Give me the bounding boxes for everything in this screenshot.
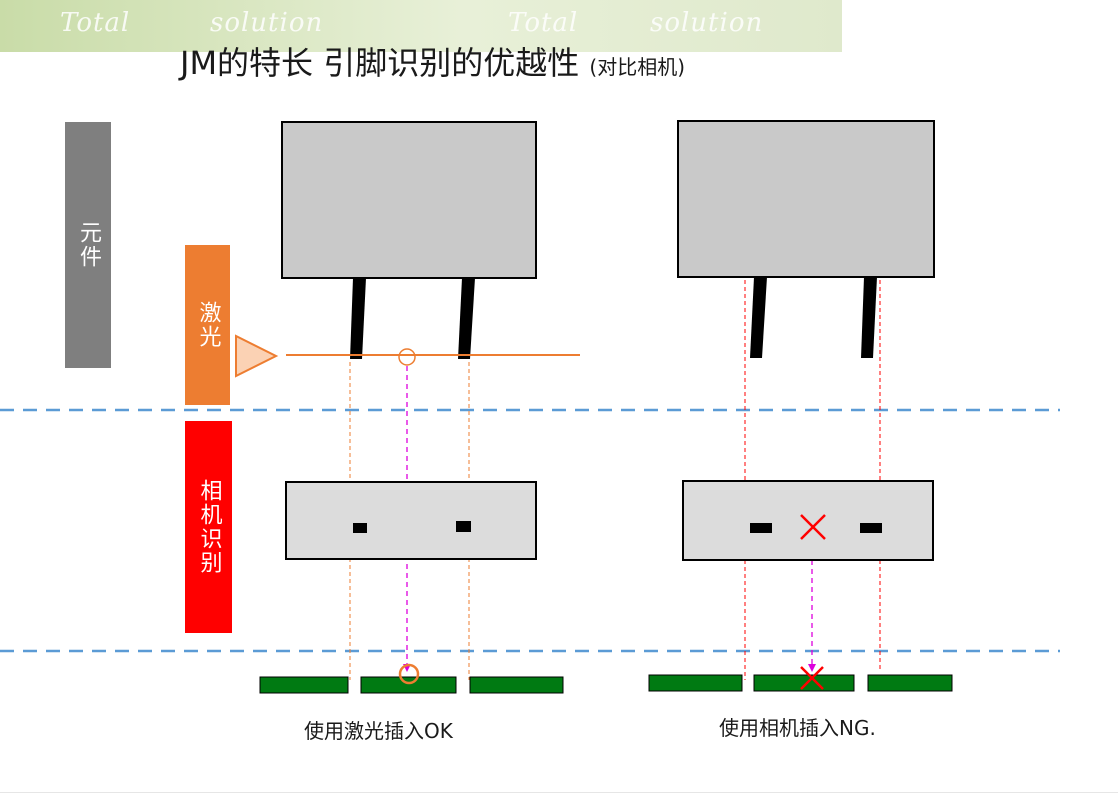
banner-word: Total [60, 8, 131, 38]
component-label: 元件 [65, 122, 111, 368]
header-banner: Total solution Total solution [0, 0, 842, 52]
title-suffix: (对比相机) [589, 55, 686, 79]
ng-cross-icon [800, 666, 824, 690]
pcb-segment [648, 674, 743, 692]
page-title: JM的特长 引脚识别的优越性 (对比相机) [180, 38, 685, 84]
pcb-segment [753, 674, 855, 692]
camera-pin-image [750, 523, 772, 533]
component-pin-right-2 [861, 277, 877, 358]
arrow-down-icon [808, 664, 816, 672]
component-pin-left-2 [458, 278, 475, 359]
camera-recognition-label: 相机识别 [185, 421, 232, 633]
laser-gap-marker-icon [398, 348, 416, 366]
component-body-left [281, 121, 537, 279]
component-pin-right-1 [750, 277, 767, 358]
caption-camera-ng: 使用相机插入NG. [719, 716, 876, 740]
ok-circle-icon [398, 663, 420, 685]
laser-emitter-icon [235, 334, 279, 378]
pcb-segment [469, 676, 564, 694]
pcb-segment [259, 676, 349, 694]
camera-pin-image [353, 523, 367, 533]
component-body-right [677, 120, 935, 278]
component-label-text: 元件 [76, 221, 101, 269]
camera-label-text: 相机识别 [196, 479, 222, 575]
camera-pin-image [456, 521, 471, 532]
ng-cross-icon [800, 514, 826, 540]
pcb-segment [360, 676, 457, 694]
laser-label: 激光 [185, 245, 230, 405]
title-main: JM的特长 引脚识别的优越性 [180, 44, 580, 82]
pcb-segment [867, 674, 953, 692]
bottom-divider [0, 792, 1118, 793]
caption-laser-ok: 使用激光插入OK [304, 719, 453, 743]
camera-pin-image [860, 523, 882, 533]
banner-word: solution [650, 8, 764, 38]
camera-view-left [285, 481, 537, 560]
banner-word: solution [210, 8, 324, 38]
laser-label-text: 激光 [195, 301, 221, 349]
banner-word: Total [508, 8, 579, 38]
component-pin-left-1 [350, 278, 366, 359]
